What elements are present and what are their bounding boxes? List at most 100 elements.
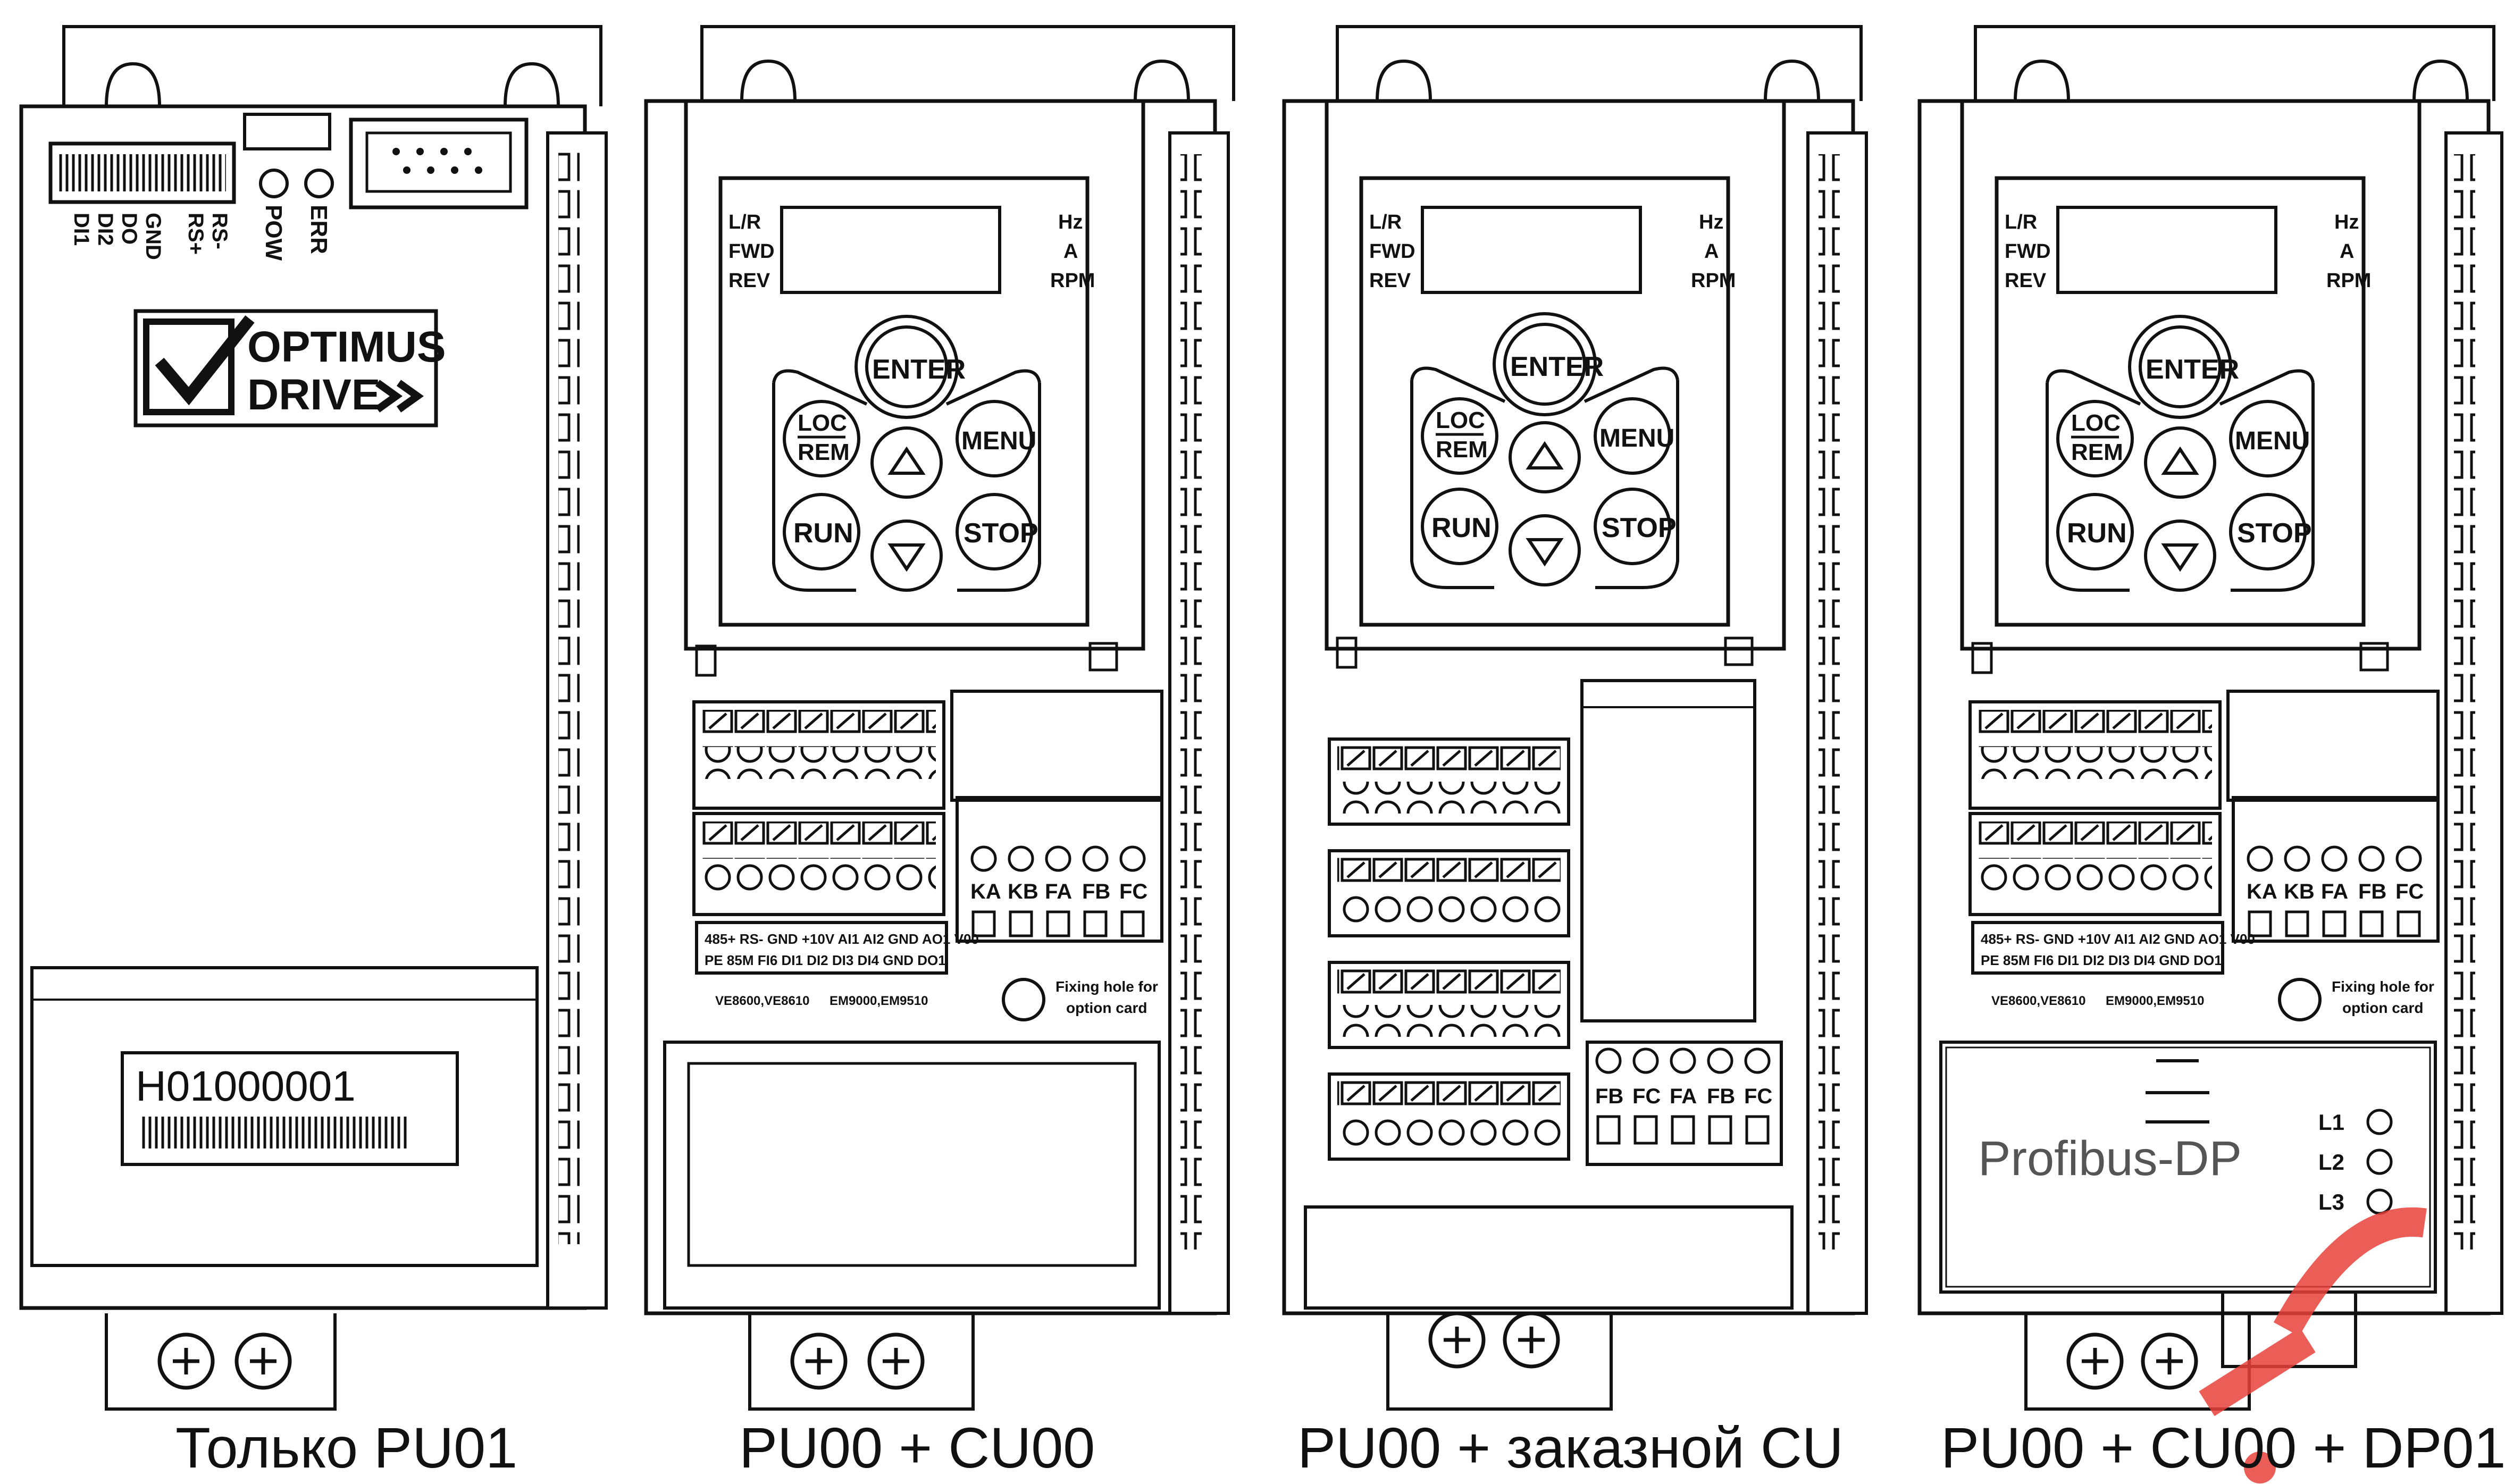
pu01-terminal-label: DO bbox=[118, 213, 141, 245]
fixing-hole-line2: option card bbox=[1066, 1000, 1147, 1016]
profibus-title: Profibus-DP bbox=[1978, 1131, 2242, 1186]
enter-label: ENTER bbox=[1510, 351, 1604, 382]
up-arrow-icon bbox=[1526, 441, 1564, 469]
watermark bbox=[2199, 1207, 2427, 1483]
unit-pu00-custom-cu: L/R FWD REV Hz A RPM ENTER LOC bbox=[1282, 25, 1868, 1411]
up-arrow-icon bbox=[2161, 446, 2199, 475]
pow-led-icon bbox=[259, 169, 289, 198]
caption-pu00-cu00-dp01: PU00 + CU00 + DP01 bbox=[1941, 1415, 2505, 1480]
relay-label: FB bbox=[2358, 880, 2386, 903]
run-button[interactable] bbox=[783, 493, 860, 571]
indicator-rpm: RPM bbox=[1050, 270, 1095, 292]
barcode-icon bbox=[141, 1117, 407, 1148]
l1-led-icon bbox=[2366, 1109, 2393, 1135]
screw-icon bbox=[867, 1332, 925, 1390]
up-button[interactable] bbox=[1509, 421, 1581, 493]
indicator-lr: L/R bbox=[1369, 211, 1402, 233]
control-row2: PE 85M FI6 DI1 DI2 DI3 DI4 GND DO1 bbox=[705, 952, 946, 968]
relay-label: FA bbox=[1045, 880, 1072, 903]
stop-button[interactable] bbox=[2229, 493, 2307, 571]
loc-rem-button[interactable] bbox=[783, 400, 860, 477]
pu01-terminal-label: DI1 bbox=[70, 213, 93, 246]
fixing-hole-line1: Fixing hole for bbox=[2332, 978, 2434, 995]
pu01-terminal-label: RS+ bbox=[184, 213, 207, 255]
fixing-hole-line1: Fixing hole for bbox=[1055, 978, 1158, 995]
control-row3b: EM9000,EM9510 bbox=[2106, 994, 2204, 1008]
relay-label: KB bbox=[2284, 880, 2315, 903]
caption-pu00-custom-cu: PU00 + заказной CU bbox=[1297, 1415, 1844, 1480]
led-label: POW bbox=[261, 205, 287, 261]
indicator-rev: REV bbox=[728, 270, 770, 292]
indicator-rev: REV bbox=[1369, 270, 1411, 292]
relay-label: FC bbox=[1632, 1085, 1661, 1108]
enter-button[interactable] bbox=[2128, 315, 2232, 419]
led-label: L3 bbox=[2318, 1189, 2344, 1214]
down-arrow-icon bbox=[2161, 543, 2199, 572]
relay-label: FC bbox=[1119, 880, 1147, 903]
control-row3b: EM9000,EM9510 bbox=[830, 994, 928, 1008]
caption-pu00-cu00: PU00 + CU00 bbox=[739, 1415, 1095, 1480]
loc-rem-button[interactable] bbox=[1421, 397, 1498, 475]
menu-label: MENU bbox=[2235, 427, 2310, 455]
relay-label: FC bbox=[1744, 1085, 1772, 1108]
control-row3a: VE8600,VE8610 bbox=[715, 994, 809, 1008]
screw-icon bbox=[2141, 1332, 2198, 1390]
stop-label: STOP bbox=[2237, 518, 2312, 549]
pu01-terminal-label: GND bbox=[141, 213, 165, 260]
relay-label: FB bbox=[1707, 1085, 1735, 1108]
indicator-hz: Hz bbox=[1699, 211, 1723, 233]
run-button[interactable] bbox=[1421, 488, 1498, 565]
indicator-rev: REV bbox=[2005, 270, 2047, 292]
indicator-a: A bbox=[2340, 240, 2354, 263]
screw-icon bbox=[157, 1332, 215, 1390]
loc-label: LOC bbox=[798, 410, 847, 436]
up-button[interactable] bbox=[870, 426, 943, 499]
indicator-hz: Hz bbox=[1058, 211, 1083, 233]
down-button[interactable] bbox=[2144, 519, 2216, 592]
control-row2: PE 85M FI6 DI1 DI2 DI3 DI4 GND DO1 bbox=[1981, 952, 2222, 968]
relay-label: FB bbox=[1082, 880, 1110, 903]
screw-icon bbox=[234, 1332, 292, 1390]
run-label: RUN bbox=[793, 518, 853, 549]
loc-rem-button[interactable] bbox=[2056, 400, 2134, 477]
logo-line1: OPTIMUS bbox=[247, 323, 446, 371]
logo-line2: DRIVE bbox=[247, 371, 381, 419]
menu-label: MENU bbox=[961, 427, 1036, 455]
indicator-rpm: RPM bbox=[2326, 270, 2371, 292]
up-button[interactable] bbox=[2144, 426, 2216, 499]
control-row3a: VE8600,VE8610 bbox=[1991, 994, 2085, 1008]
indicator-lr: L/R bbox=[2005, 211, 2037, 233]
fixing-hole-icon bbox=[2278, 978, 2322, 1021]
optimus-drive-logo: OPTIMUS DRIVE bbox=[133, 309, 446, 427]
indicator-fwd: FWD bbox=[728, 240, 775, 263]
screw-icon bbox=[1428, 1311, 1486, 1369]
down-button[interactable] bbox=[1509, 514, 1581, 586]
rem-label: REM bbox=[2071, 439, 2123, 465]
enter-button[interactable] bbox=[1493, 312, 1597, 416]
run-label: RUN bbox=[2067, 518, 2127, 549]
menu-label: MENU bbox=[1599, 424, 1674, 452]
relay-label: FB bbox=[1595, 1085, 1623, 1108]
up-arrow-icon bbox=[887, 446, 926, 475]
menu-button[interactable] bbox=[1594, 397, 1671, 475]
screw-icon bbox=[2066, 1332, 2124, 1390]
stop-button[interactable] bbox=[1594, 488, 1671, 565]
down-arrow-icon bbox=[887, 543, 926, 572]
led-label: L2 bbox=[2318, 1150, 2344, 1175]
loc-label: LOC bbox=[2071, 410, 2121, 436]
menu-button[interactable] bbox=[2229, 400, 2307, 477]
led-label: ERR bbox=[306, 205, 332, 254]
stop-label: STOP bbox=[964, 518, 1038, 549]
relay-label: FA bbox=[2321, 880, 2348, 903]
relay-label: FA bbox=[1670, 1085, 1697, 1108]
rem-label: REM bbox=[1436, 437, 1488, 463]
rem-label: REM bbox=[798, 439, 850, 465]
relay-label: KA bbox=[970, 880, 1001, 903]
control-row1: 485+ RS- GND +10V AI1 AI2 GND AO1 V00 bbox=[705, 931, 979, 947]
pu01-terminal-label: DI2 bbox=[94, 213, 117, 246]
down-button[interactable] bbox=[870, 519, 943, 592]
menu-button[interactable] bbox=[956, 400, 1033, 477]
run-button[interactable] bbox=[2056, 493, 2134, 571]
enter-button[interactable] bbox=[854, 315, 959, 419]
stop-button[interactable] bbox=[956, 493, 1033, 571]
